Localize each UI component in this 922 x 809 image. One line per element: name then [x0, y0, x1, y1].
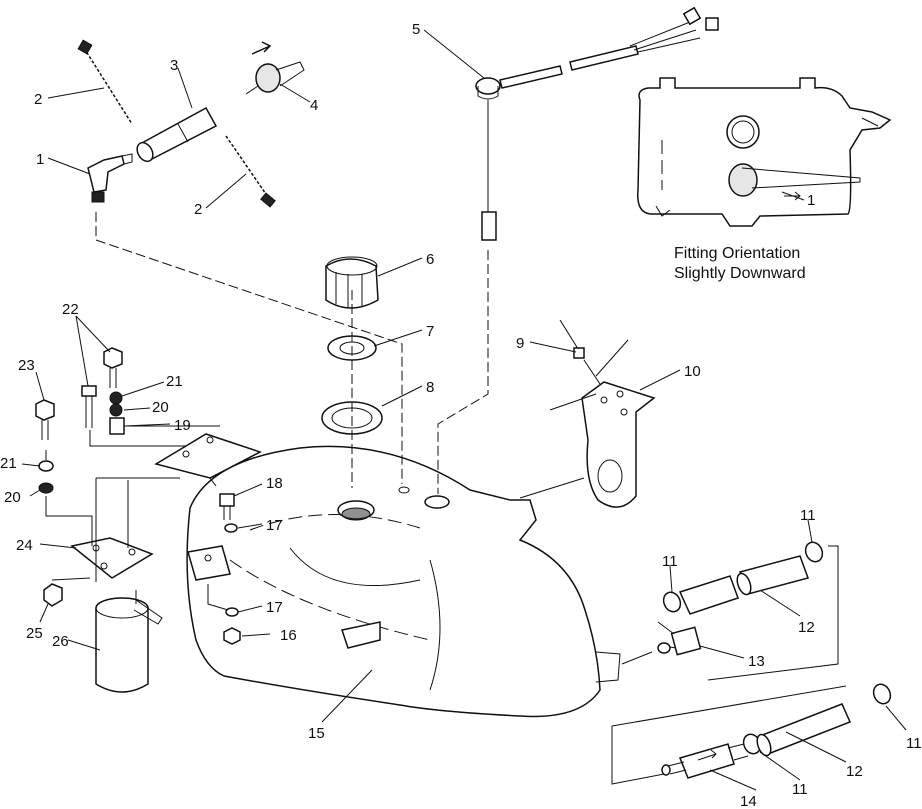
mounting-bracket-upper: [154, 433, 262, 487]
callout-11-c: 11: [906, 735, 922, 752]
washer-part-17-lower: [225, 607, 239, 617]
callout-14: 14: [740, 793, 757, 809]
fuel-gauge-sender-part-5: [475, 6, 719, 241]
callout-3: 3: [170, 57, 178, 74]
inline-filter-part-14: [661, 743, 749, 779]
callout-22: 22: [62, 301, 79, 318]
washer-part-17-upper: [224, 523, 238, 533]
callout-5: 5: [412, 21, 420, 38]
callout-12-upper: 12: [798, 619, 815, 636]
callout-21-upper: 21: [166, 373, 183, 390]
filter-bracket-part-24: [70, 537, 154, 579]
callout-7: 7: [426, 323, 434, 340]
bolt-part-22-long: [81, 385, 97, 428]
callout-17-lower: 17: [266, 599, 283, 616]
callout-13: 13: [748, 653, 765, 670]
fuel-hose-part-3: [136, 106, 218, 163]
fuel-filter-part-26: [95, 590, 163, 693]
bolt-part-18: [219, 493, 235, 520]
washer-part-20-lower: [38, 482, 54, 494]
lockwasher-part-21-upper: [109, 391, 123, 405]
callout-17-upper: 17: [266, 517, 283, 534]
callout-9: 9: [516, 335, 524, 352]
fuel-hose-part-12-upper: [678, 555, 809, 615]
fuel-hose-part-12-lower: [756, 703, 852, 757]
hose-clamp-part-11-c: [872, 683, 892, 705]
callout-26: 26: [52, 633, 69, 650]
inset-caption-line1: Fitting Orientation: [674, 245, 800, 262]
lockwasher-part-21-lower: [38, 460, 54, 472]
callout-15: 15: [308, 725, 325, 742]
hose-clamp-part-2-upper: [77, 39, 133, 125]
washer-part-20-upper: [109, 403, 123, 417]
callout-19: 19: [174, 417, 191, 434]
fuel-cap-part-6: [325, 256, 379, 309]
nut-part-25: [43, 583, 63, 607]
hose-clamp-part-11-a: [662, 591, 682, 613]
callout-20-upper: 20: [152, 399, 169, 416]
spacer-part-19: [109, 417, 125, 435]
callout-4: 4: [310, 97, 318, 114]
inline-filter-part-4: [245, 41, 305, 95]
fuel-tank-part-15: [186, 445, 621, 718]
callout-11-a: 11: [662, 553, 678, 570]
inset-tank-view: [637, 77, 892, 227]
callout-20-lower: 20: [4, 489, 21, 506]
callout-25: 25: [26, 625, 43, 642]
callout-11-d: 11: [792, 781, 808, 798]
callout-11-b: 11: [800, 507, 816, 524]
bolt-part-22-short: [103, 347, 123, 388]
elbow-fitting-part-1: [87, 153, 133, 203]
callout-24: 24: [16, 537, 33, 554]
callout-1: 1: [36, 151, 44, 168]
inset-caption-line2: Slightly Downward: [674, 265, 806, 282]
inset-callout-1: 1: [807, 192, 815, 209]
elbow-fitting-part-13: [657, 621, 702, 656]
callout-21-lower: 21: [0, 455, 17, 472]
vent-fitting-part-9: [559, 319, 585, 359]
hose-clamp-part-11-b: [804, 541, 824, 563]
mount-bracket-part-10: [581, 381, 656, 508]
callout-18: 18: [266, 475, 283, 492]
callout-2-lower: 2: [194, 201, 202, 218]
callout-6: 6: [426, 251, 434, 268]
bolt-part-23: [35, 399, 55, 440]
assembly-lines: [45, 212, 847, 785]
callout-12-lower: 12: [846, 763, 863, 780]
callout-23: 23: [18, 357, 35, 374]
callout-2-upper: 2: [34, 91, 42, 108]
tab-part-17: [187, 545, 231, 581]
callout-8: 8: [426, 379, 434, 396]
leader-lines: [21, 29, 907, 791]
hose-clamp-part-2-lower: [225, 135, 276, 208]
callout-numbers: 1 2 2 3 4 5 6 7 8 9 10 11 11 11 11 11 12…: [0, 21, 922, 809]
callout-10: 10: [684, 363, 701, 380]
nut-part-16: [223, 627, 241, 645]
callout-16: 16: [280, 627, 297, 644]
